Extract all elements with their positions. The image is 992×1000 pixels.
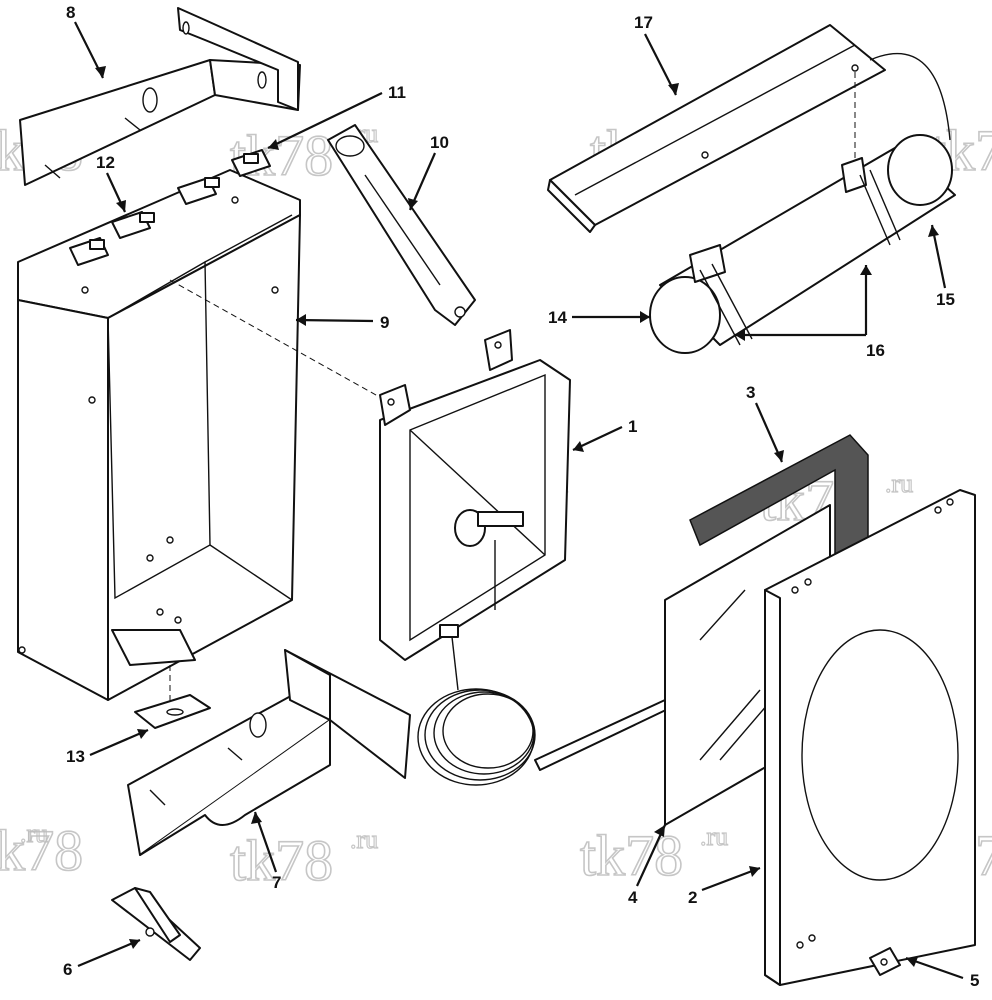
callout-4: 4 [628, 824, 666, 907]
part-17-rail [547, 24, 886, 233]
svg-text:4: 4 [628, 888, 638, 907]
svg-text:6: 6 [63, 960, 72, 979]
callout-8: 8 [66, 3, 106, 79]
svg-text:1: 1 [628, 417, 637, 436]
callout-11: 11 [267, 83, 406, 150]
callout-2: 2 [688, 866, 761, 907]
svg-text:11: 11 [388, 83, 406, 102]
part-11-clip [231, 149, 271, 177]
callout-14: 14 [548, 308, 650, 327]
part-1-control-plate [379, 329, 571, 661]
part-12-clips [69, 177, 220, 266]
svg-text:.ru: .ru [350, 825, 378, 854]
svg-text:9: 9 [380, 313, 389, 332]
callout-5: 5 [905, 956, 979, 990]
callout-9: 9 [295, 313, 389, 332]
callout-1: 1 [572, 417, 637, 452]
callout-3: 3 [746, 383, 784, 463]
part-10-arm [327, 124, 476, 326]
part-9-housing [17, 169, 386, 705]
part-2-front-cover [764, 489, 976, 986]
callout-6: 6 [63, 938, 141, 979]
svg-text:.ru: .ru [885, 469, 913, 498]
callout-12: 12 [96, 153, 126, 213]
svg-text:14: 14 [548, 308, 567, 327]
callouts: 8 17 11 10 12 9 14 15 16 1 3 13 7 4 2 6 … [63, 3, 979, 990]
svg-text:tk78: tk78 [0, 818, 83, 883]
svg-text:13: 13 [66, 747, 85, 766]
svg-text:tk78: tk78 [230, 828, 333, 893]
svg-text:5: 5 [970, 971, 979, 990]
watermark-bottom-mid: tk78 .ru [229, 824, 379, 893]
svg-text:3: 3 [746, 383, 755, 402]
callout-7: 7 [251, 811, 281, 892]
watermark-bottom-right: tk78 .ru [579, 821, 729, 888]
part-13-plate [134, 694, 211, 729]
svg-text:tk78: tk78 [580, 823, 683, 888]
part-8-upper-bracket [19, 7, 301, 186]
part-7-lower-bracket [127, 649, 411, 856]
part-14-15-16-heater [649, 52, 956, 354]
part-6-latch [111, 887, 201, 961]
callout-15: 15 [928, 224, 955, 309]
callout-10: 10 [408, 133, 449, 211]
watermark-bottom-left: tk78.ru [0, 817, 84, 884]
svg-text:.ru: .ru [20, 819, 48, 848]
svg-text:2: 2 [688, 888, 697, 907]
svg-text:10: 10 [430, 133, 449, 152]
svg-text:8: 8 [66, 3, 75, 22]
svg-text:16: 16 [866, 341, 885, 360]
svg-text:7: 7 [272, 873, 281, 892]
part-5-clip [869, 947, 901, 976]
callout-17: 17 [634, 13, 679, 96]
svg-text:12: 12 [96, 153, 115, 172]
svg-text:.ru: .ru [700, 822, 728, 851]
callout-16: 16 [735, 265, 885, 360]
svg-text:17: 17 [634, 13, 653, 32]
capillary-coil [417, 636, 671, 786]
svg-text:15: 15 [936, 290, 955, 309]
callout-13: 13 [66, 728, 149, 766]
